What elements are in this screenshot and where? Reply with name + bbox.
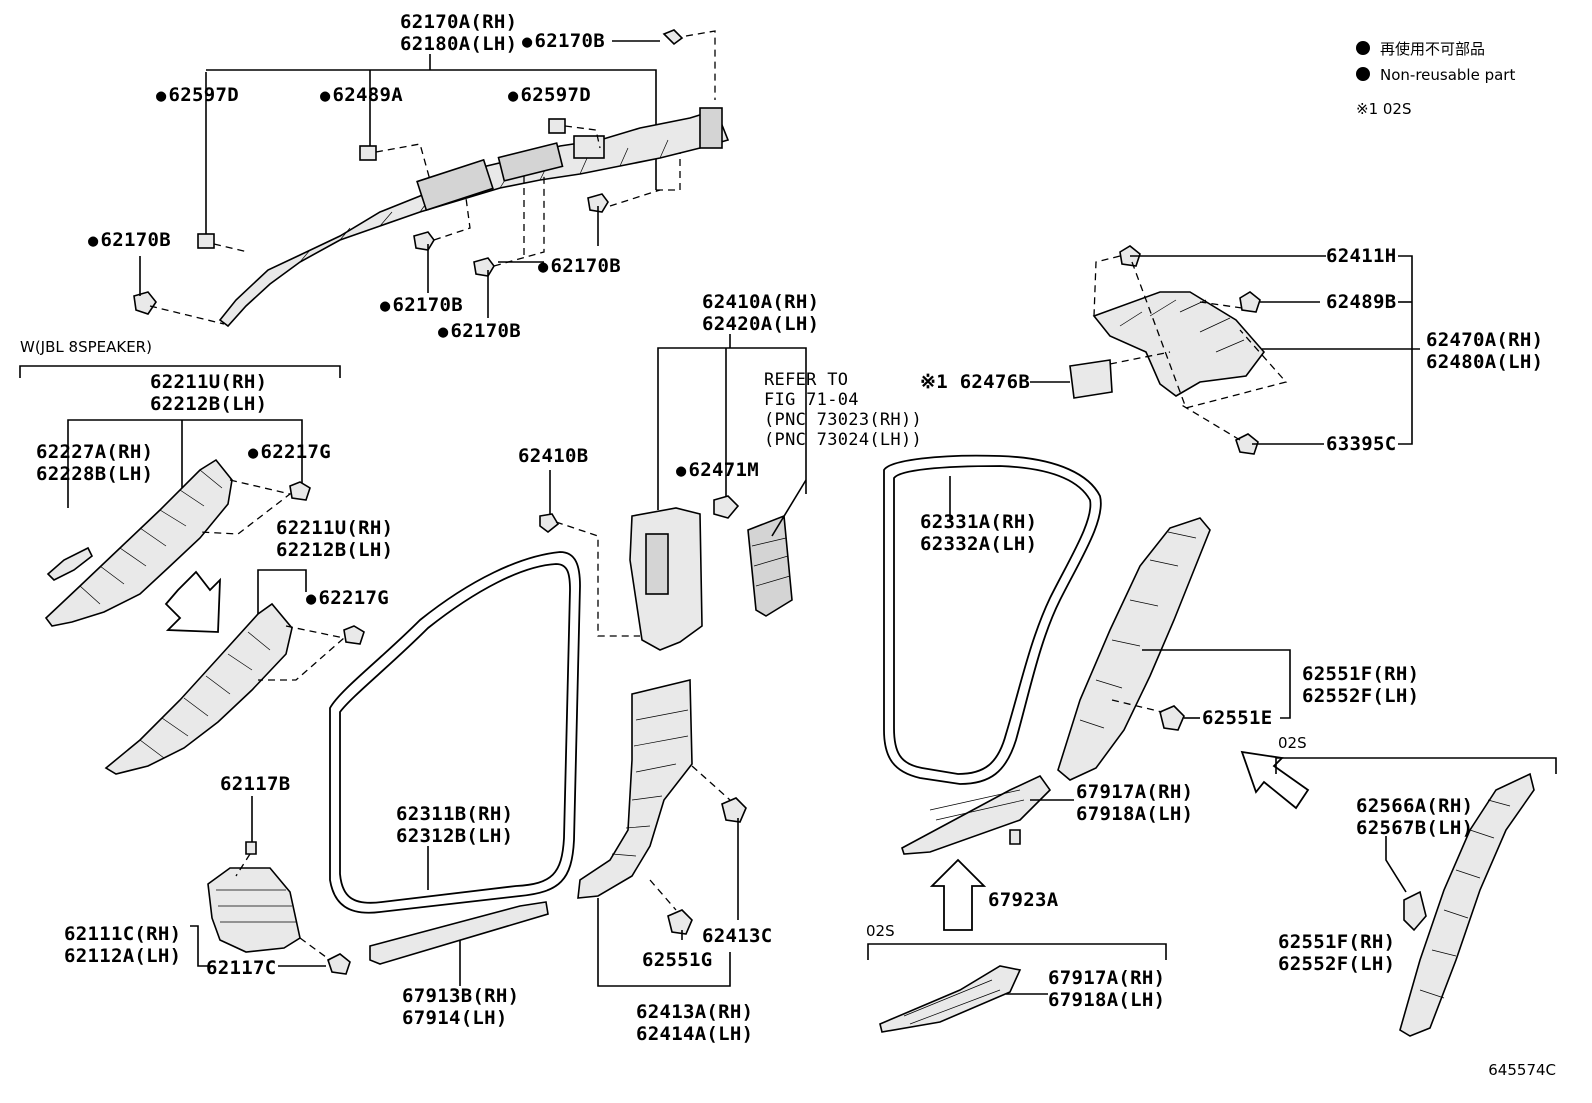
part-label: 62551G <box>642 949 713 971</box>
part-label: 62470A(RH) <box>1426 329 1544 351</box>
part-label: 62227A(RH) <box>36 441 154 463</box>
part-label: 67917A(RH) <box>1076 781 1194 803</box>
part-label: 62312B(LH) <box>396 825 514 847</box>
part-label: 62420A(LH) <box>702 313 820 335</box>
legend-line-1: 再使用不可部品 <box>1380 40 1486 58</box>
group-label-jbl: W(JBL 8SPEAKER) <box>20 338 152 356</box>
roof-side-inner-garnish-drawing <box>1030 245 1420 455</box>
part-label: 62170A(RH) <box>400 11 518 33</box>
part-label: 62332A(LH) <box>920 533 1038 555</box>
part-label: 62410B <box>518 445 589 467</box>
part-label-nonreusable: 62471M <box>676 460 759 482</box>
part-label-nonreusable: 62217G <box>306 588 389 610</box>
legend-line-2: Non-reusable part <box>1380 66 1516 84</box>
part-label: 62551F(RH) <box>1302 663 1420 685</box>
center-pillar-garnish-upper-drawing <box>629 334 807 651</box>
front-pillar-garnish-upper-drawing <box>133 29 730 328</box>
part-label: 62228B(LH) <box>36 463 154 485</box>
part-label: 62480A(LH) <box>1426 351 1544 373</box>
part-label: 63395C <box>1326 433 1397 455</box>
part-label: 62413C <box>702 925 773 947</box>
reference-note: (PNC 73024(LH)) <box>764 430 923 450</box>
diagram-code: 645574C <box>1488 1061 1556 1079</box>
front-pillar-garnish-jbl-drawing <box>19 365 341 633</box>
part-label: 67918A(LH) <box>1076 803 1194 825</box>
part-label: 62413A(RH) <box>636 1001 754 1023</box>
part-label-nonreusable: 62170B <box>380 295 463 317</box>
part-label-nonreusable: 62170B <box>522 31 605 53</box>
rear-pillar-garnish-drawing <box>1385 772 1535 1037</box>
front-door-opening-trim-drawing <box>329 470 640 986</box>
cowl-side-trim-drawing <box>190 796 351 975</box>
center-pillar-garnish-lower-drawing <box>577 678 747 987</box>
part-label-nonreusable: 62217G <box>248 442 331 464</box>
part-label: 62112A(LH) <box>64 945 182 967</box>
group-label-02s: 02S <box>1278 734 1307 752</box>
group-label-02s-bottom: 02S <box>866 922 895 940</box>
part-label: 62111C(RH) <box>64 923 182 945</box>
bullet-icon <box>1356 67 1370 81</box>
part-label: 62552F(LH) <box>1278 953 1396 975</box>
part-label: 62331A(RH) <box>920 511 1038 533</box>
part-label: 62566A(RH) <box>1356 795 1474 817</box>
part-label-nonreusable: 62597D <box>156 85 239 107</box>
legend-non-reusable-ja: 再使用不可部品 <box>1356 40 1485 58</box>
part-label: 67923A <box>988 889 1059 911</box>
part-label-nonreusable: 62597D <box>508 85 591 107</box>
part-label: 62212B(LH) <box>276 539 394 561</box>
part-label: ※1 62476B <box>920 371 1031 393</box>
part-label: 62411H <box>1326 245 1397 267</box>
part-label: 62552F(LH) <box>1302 685 1420 707</box>
bullet-icon <box>1356 41 1370 55</box>
rear-door-opening-trim-drawing <box>883 454 1557 931</box>
reference-note: REFER TO <box>764 370 849 390</box>
part-label: 62117B <box>220 773 291 795</box>
part-label-nonreusable: 62170B <box>538 256 621 278</box>
part-label: 62489B <box>1326 291 1397 313</box>
legend-note: ※1 02S <box>1356 100 1412 118</box>
front-pillar-garnish-drawing <box>104 569 365 775</box>
part-label-nonreusable: 62489A <box>320 85 403 107</box>
part-label: 62567B(LH) <box>1356 817 1474 839</box>
legend-non-reusable-en: Non-reusable part <box>1356 66 1515 84</box>
part-label: 67917A(RH) <box>1048 967 1166 989</box>
part-label: 67913B(RH) <box>402 985 520 1007</box>
part-label: 62410A(RH) <box>702 291 820 313</box>
part-label: 62311B(RH) <box>396 803 514 825</box>
scuff-plate-02s-drawing <box>867 943 1167 1033</box>
part-label: 62180A(LH) <box>400 33 518 55</box>
part-label-nonreusable: 62170B <box>88 230 171 252</box>
part-label: 62551F(RH) <box>1278 931 1396 953</box>
part-label: 62212B(LH) <box>150 393 268 415</box>
part-label: 62211U(RH) <box>150 371 268 393</box>
part-label: 62211U(RH) <box>276 517 394 539</box>
part-label: 62414A(LH) <box>636 1023 754 1045</box>
part-label: 67918A(LH) <box>1048 989 1166 1011</box>
reference-note: (PNC 73023(RH)) <box>764 410 923 430</box>
part-label: 62117C <box>206 957 277 979</box>
part-label: 62551E <box>1202 707 1273 729</box>
reference-note: FIG 71-04 <box>764 390 859 410</box>
part-label: 67914(LH) <box>402 1007 508 1029</box>
part-label-nonreusable: 62170B <box>438 321 521 343</box>
